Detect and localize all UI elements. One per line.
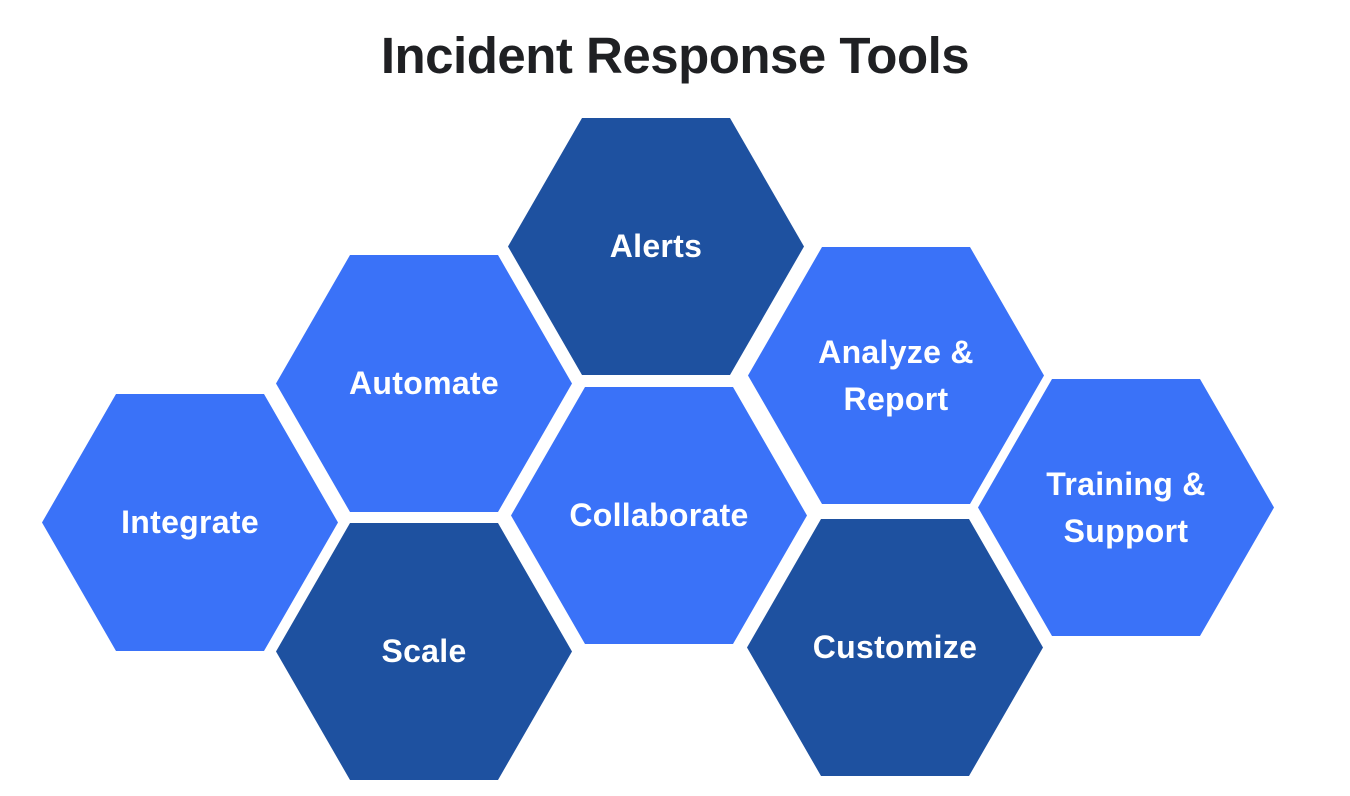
hexagon-customize: Customize <box>747 519 1043 776</box>
hexagon-collaborate-label: Collaborate <box>569 497 749 534</box>
hexagon-integrate: Integrate <box>42 394 338 651</box>
diagram-title: Incident Response Tools <box>380 27 970 84</box>
hexagon-analyze-report-label: Analyze & Report <box>818 334 974 417</box>
hexagon-scale-label: Scale <box>381 633 467 670</box>
hexagon-automate-label: Automate <box>349 365 499 402</box>
hexagon-automate: Automate <box>276 255 572 512</box>
hexagon-alerts: Alerts <box>508 118 804 375</box>
hexagon-alerts-label: Alerts <box>609 228 703 265</box>
hexagon-scale: Scale <box>276 523 572 780</box>
hexagon-integrate-label: Integrate <box>121 504 259 541</box>
hexagon-training-support-label: Training & Support <box>1046 466 1206 549</box>
hexagon-analyze-report: Analyze & Report <box>748 247 1044 504</box>
hexagon-training-support: Training & Support <box>978 379 1274 636</box>
hexagon-collaborate: Collaborate <box>511 387 807 644</box>
hexagon-customize-label: Customize <box>812 629 978 666</box>
